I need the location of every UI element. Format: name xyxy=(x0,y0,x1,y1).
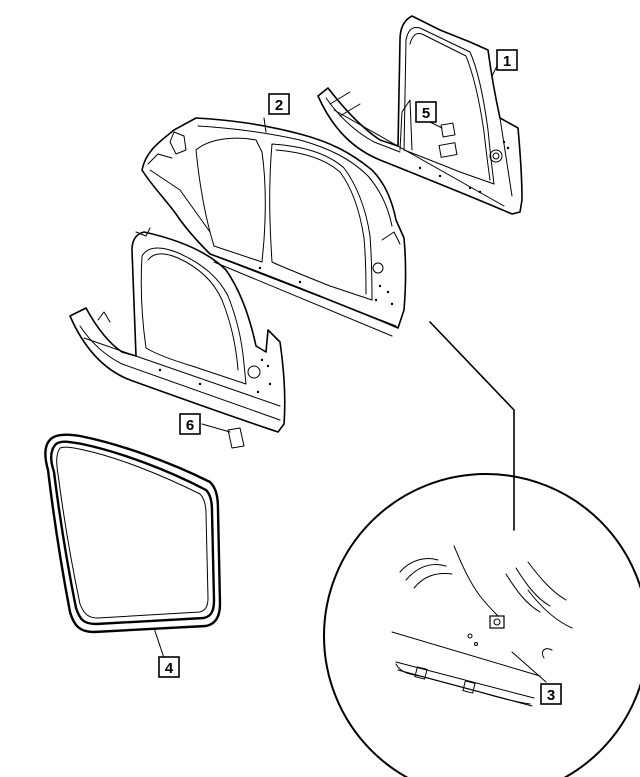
body-side-aperture xyxy=(141,117,407,337)
callout-1: 1 xyxy=(496,49,518,71)
callout-4-label: 4 xyxy=(165,660,174,677)
callout-2: 2 xyxy=(268,93,290,115)
callout-3: 3 xyxy=(540,683,562,705)
callout-1-label: 1 xyxy=(503,53,511,70)
callout-2-label: 2 xyxy=(275,97,283,114)
callout-6: 6 xyxy=(179,413,201,435)
front-body-side-panel xyxy=(69,227,286,449)
callout-6-label: 6 xyxy=(186,417,194,434)
callout-5: 5 xyxy=(415,101,437,123)
callout-3-label: 3 xyxy=(547,687,555,704)
callout-5-label: 5 xyxy=(422,105,430,122)
callout-4: 4 xyxy=(158,656,180,678)
detail-callout-circle xyxy=(323,321,640,777)
door-weatherstrip xyxy=(44,433,222,665)
